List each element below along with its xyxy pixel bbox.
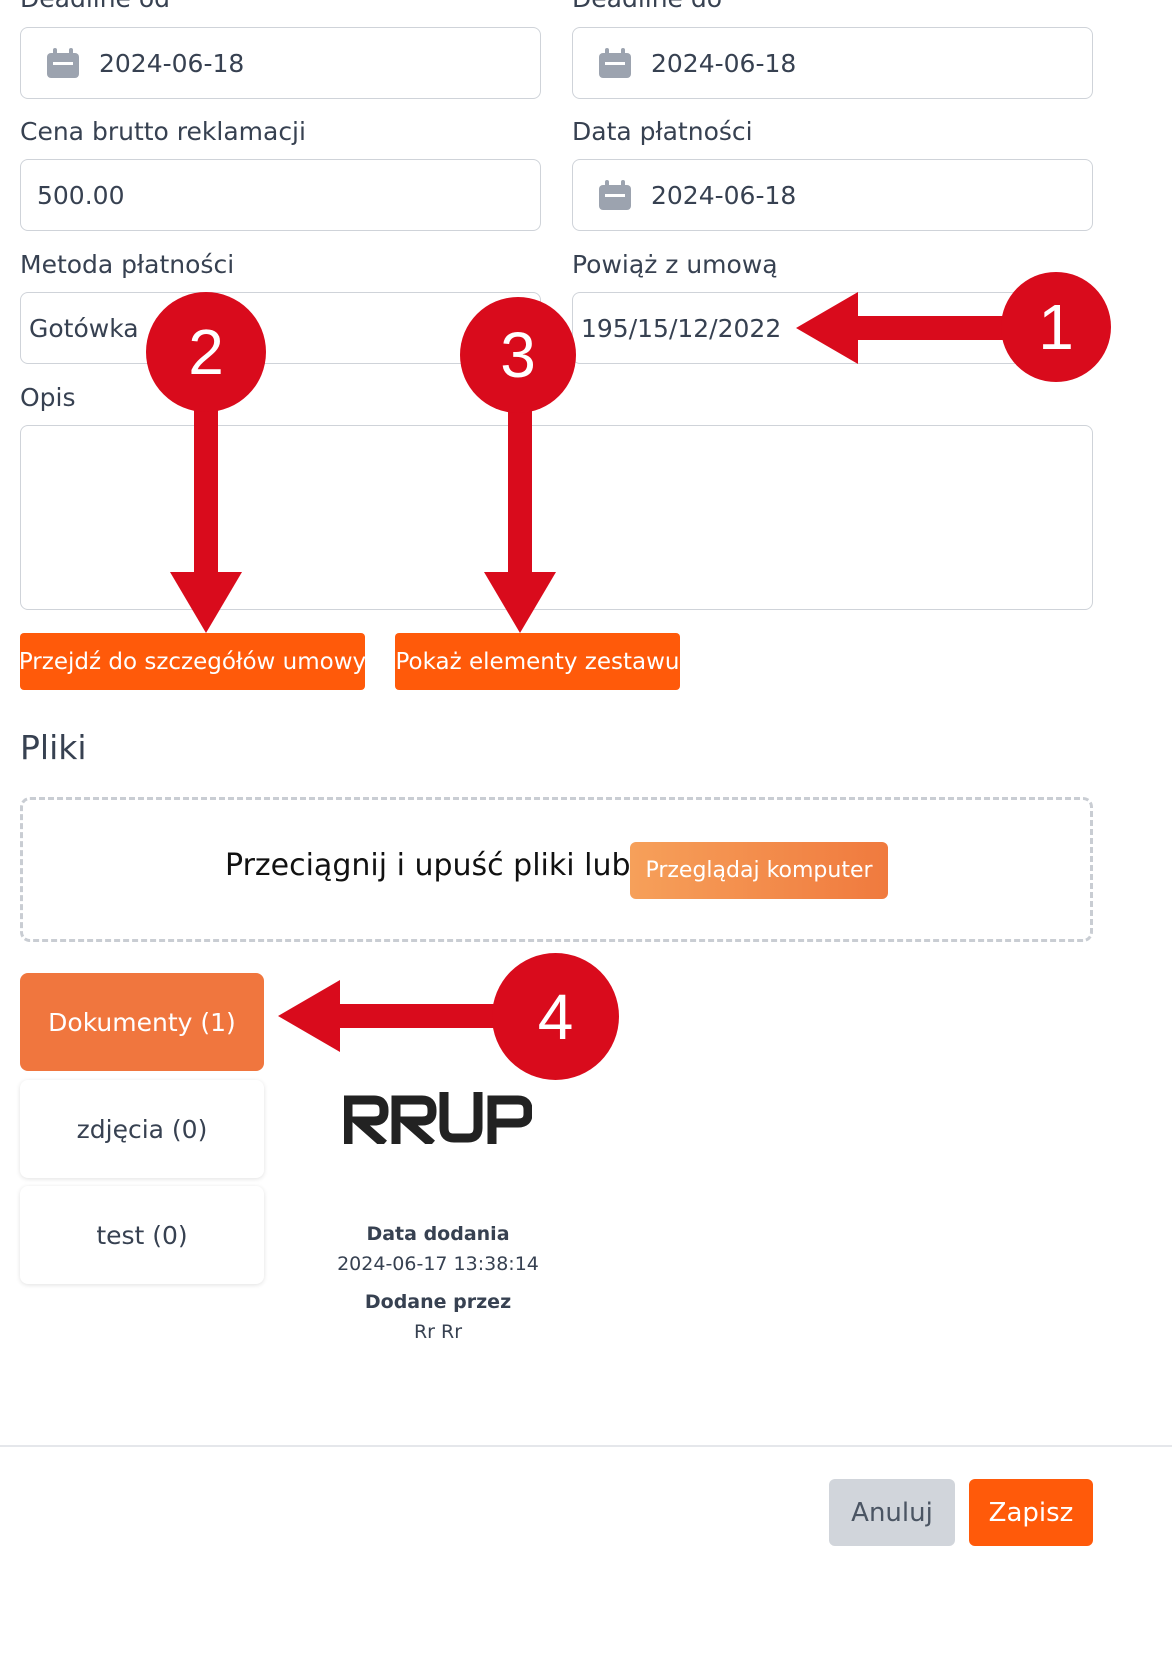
date-added-label: Data dodania bbox=[366, 1223, 510, 1245]
cancel-button[interactable]: Anuluj bbox=[829, 1479, 955, 1546]
gross-price-value: 500.00 bbox=[37, 180, 125, 210]
description-label: Opis bbox=[20, 383, 76, 412]
contract-link-label: Powiąż z umową bbox=[572, 250, 778, 279]
contract-link-value: 195/15/12/2022 bbox=[581, 313, 782, 343]
calendar-icon bbox=[599, 48, 631, 78]
description-textarea[interactable] bbox=[20, 425, 1093, 610]
calendar-icon bbox=[47, 48, 79, 78]
payment-date-field[interactable]: 2024-06-18 bbox=[572, 159, 1093, 231]
annotation-badge-1: 1 bbox=[1001, 272, 1111, 382]
save-button[interactable]: Zapisz bbox=[969, 1479, 1093, 1546]
browse-computer-button[interactable]: Przeglądaj komputer bbox=[630, 842, 888, 899]
arrow-4-shaft bbox=[332, 1004, 512, 1028]
deadline-from-value: 2024-06-18 bbox=[99, 48, 245, 78]
payment-date-label: Data płatności bbox=[572, 117, 753, 146]
date-added-value: 2024-06-17 13:38:14 bbox=[337, 1253, 539, 1275]
tab-documents[interactable]: Dokumenty (1) bbox=[20, 973, 264, 1071]
deadline-from-label: Deadline od bbox=[20, 0, 170, 13]
dropzone-text: Przeciągnij i upuść pliki lub bbox=[225, 848, 631, 883]
gross-price-field[interactable]: 500.00 bbox=[20, 159, 541, 231]
annotation-badge-4: 4 bbox=[492, 953, 619, 1080]
annotation-badge-2: 2 bbox=[146, 292, 266, 412]
arrow-4-head bbox=[278, 980, 340, 1052]
deadline-to-value: 2024-06-18 bbox=[651, 48, 797, 78]
footer-divider bbox=[0, 1445, 1172, 1447]
tab-photos[interactable]: zdjęcia (0) bbox=[20, 1080, 264, 1178]
tab-test[interactable]: test (0) bbox=[20, 1186, 264, 1284]
payment-date-value: 2024-06-18 bbox=[651, 180, 797, 210]
files-title: Pliki bbox=[20, 728, 87, 767]
file-dropzone[interactable] bbox=[20, 797, 1093, 942]
payment-method-value: Gotówka bbox=[29, 313, 139, 343]
deadline-to-field[interactable]: 2024-06-18 bbox=[572, 27, 1093, 99]
payment-method-select[interactable]: Gotówka bbox=[20, 292, 541, 364]
added-by-label: Dodane przez bbox=[364, 1291, 512, 1313]
show-set-items-button[interactable]: Pokaż elementy zestawu bbox=[395, 633, 680, 690]
document-thumbnail[interactable] bbox=[344, 1088, 532, 1144]
annotation-badge-3: 3 bbox=[460, 297, 576, 413]
deadline-to-label: Deadline do bbox=[572, 0, 722, 13]
gross-price-label: Cena brutto reklamacji bbox=[20, 117, 306, 146]
deadline-from-field[interactable]: 2024-06-18 bbox=[20, 27, 541, 99]
payment-method-label: Metoda płatności bbox=[20, 250, 235, 279]
contract-details-button[interactable]: Przejdź do szczegółów umowy bbox=[19, 633, 366, 690]
added-by-value: Rr Rr bbox=[413, 1321, 463, 1343]
calendar-icon bbox=[599, 180, 631, 210]
